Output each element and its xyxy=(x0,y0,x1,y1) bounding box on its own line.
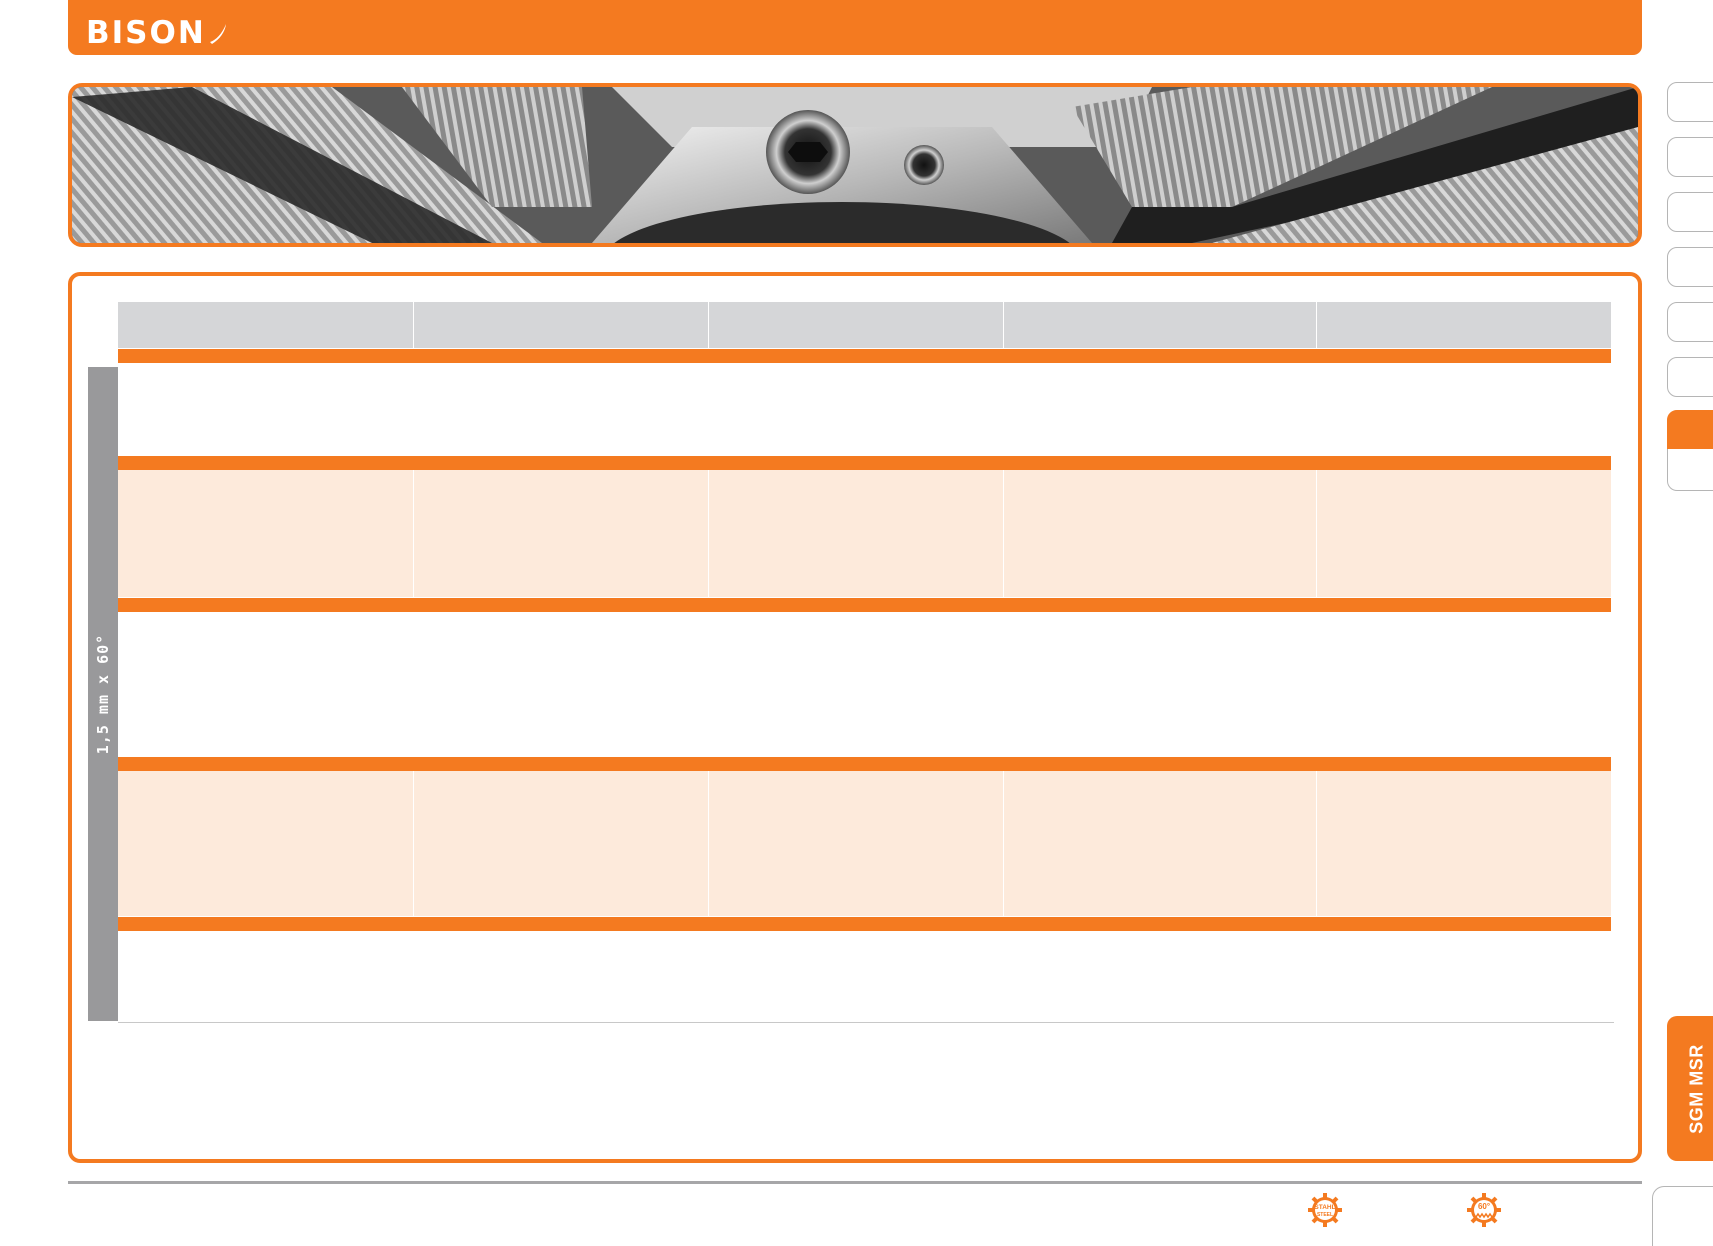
table-cell xyxy=(1317,771,1611,916)
header-bar: BISON xyxy=(68,0,1642,55)
row-separator xyxy=(118,349,1611,363)
index-tab[interactable] xyxy=(1667,82,1713,122)
chuck-jaw-photo xyxy=(72,87,1638,243)
row-separator xyxy=(118,456,1611,470)
table-header-cell xyxy=(709,302,1003,348)
logo-text: BISON xyxy=(86,15,206,51)
footer-rule xyxy=(68,1181,1642,1184)
steel-badge-icon: STAHL STEEL xyxy=(1308,1193,1342,1227)
table-cell xyxy=(1317,470,1611,597)
angle-badge-text: 60° xyxy=(1478,1202,1490,1211)
section-tab-label: SGM MSR xyxy=(1686,1043,1707,1134)
table-cell xyxy=(118,470,413,597)
index-tab[interactable] xyxy=(1667,357,1713,397)
serration-side-label: 1,5 mm x 60° xyxy=(88,367,118,1021)
row-separator xyxy=(118,598,1611,612)
table-cell xyxy=(118,771,413,916)
table-cell xyxy=(1004,470,1316,597)
table-cell xyxy=(709,470,1003,597)
index-tab[interactable] xyxy=(1667,302,1713,342)
table-row xyxy=(118,470,1611,597)
table-cell xyxy=(414,771,708,916)
page-corner-tab xyxy=(1652,1186,1713,1246)
section-tab-sgm-msr[interactable]: SGM MSR xyxy=(1667,1016,1713,1161)
index-tab[interactable] xyxy=(1667,137,1713,177)
index-tab[interactable] xyxy=(1667,192,1713,232)
product-photo-banner xyxy=(68,83,1642,247)
angle-badge-icon: 60° xyxy=(1467,1193,1501,1227)
index-tab-active[interactable] xyxy=(1667,410,1713,450)
table-header-cell xyxy=(1317,302,1611,348)
table-header-cell xyxy=(414,302,708,348)
steel-badge-line1: STAHL xyxy=(1314,1204,1335,1211)
index-tab-active-lower[interactable] xyxy=(1667,449,1713,491)
bison-logo: BISON xyxy=(86,16,228,50)
spec-table-panel xyxy=(68,272,1642,1163)
table-bottom-rule xyxy=(118,1022,1614,1023)
table-cell xyxy=(709,771,1003,916)
bison-horn-icon xyxy=(209,24,226,44)
steel-badge-line2: STEEL xyxy=(1317,1212,1333,1218)
index-tab[interactable] xyxy=(1667,247,1713,287)
table-cell xyxy=(1004,771,1316,916)
table-row xyxy=(118,771,1611,916)
row-separator xyxy=(118,917,1611,931)
row-separator xyxy=(118,757,1611,771)
table-header-cell xyxy=(118,302,413,348)
table-header-cell xyxy=(1004,302,1316,348)
table-cell xyxy=(414,470,708,597)
serration-label-text: 1,5 mm x 60° xyxy=(94,633,112,755)
